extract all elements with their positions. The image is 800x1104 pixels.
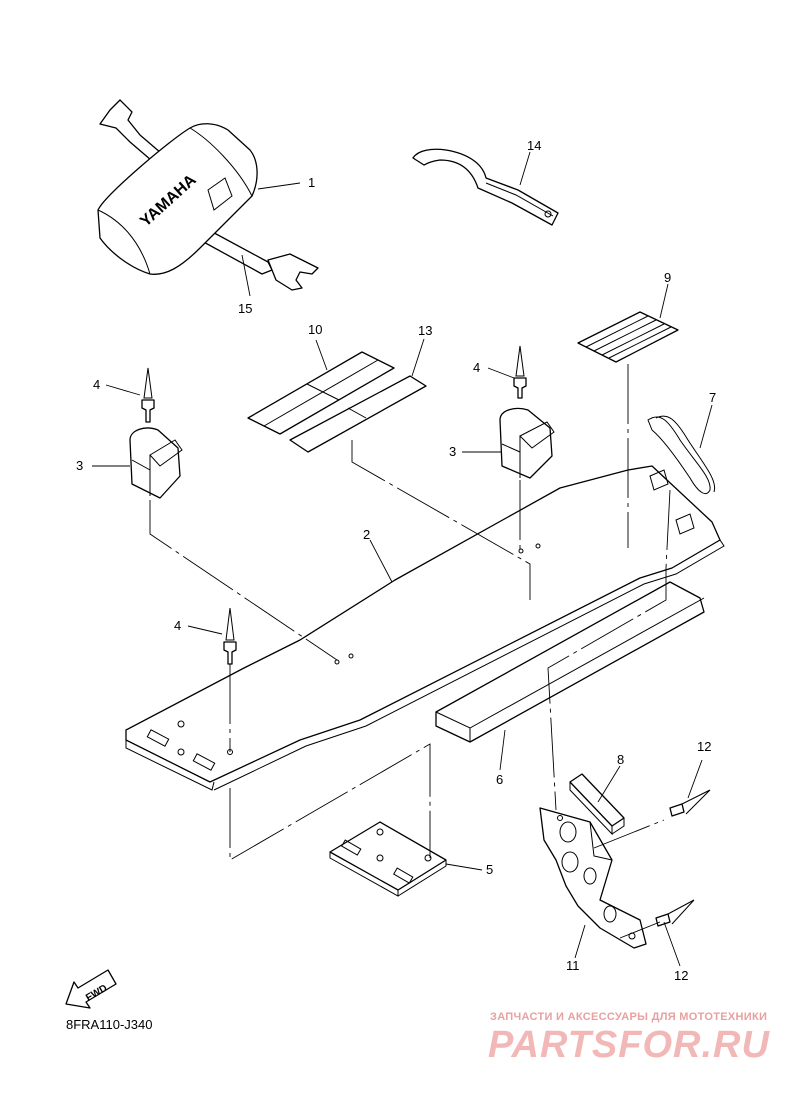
callout-6: 6 <box>496 772 503 787</box>
callout-3-right: 3 <box>449 444 456 459</box>
callout-14: 14 <box>527 138 541 153</box>
callout-13: 13 <box>418 323 432 338</box>
callout-8: 8 <box>617 752 624 767</box>
side-bracket-part <box>539 807 647 949</box>
rivet-upper-right-part <box>669 789 711 817</box>
foam-pad-part <box>435 581 705 743</box>
callout-4-mid: 4 <box>174 618 181 633</box>
callout-7: 7 <box>709 390 716 405</box>
diagram-code: 8FRA110-J340 <box>66 1017 153 1032</box>
bracket-right-part <box>499 407 555 479</box>
rivet-right-part <box>513 345 527 399</box>
caution-label-part <box>247 351 395 435</box>
callout-12-bottom: 12 <box>674 968 688 983</box>
callout-5: 5 <box>486 862 493 877</box>
callout-4-left: 4 <box>93 377 100 392</box>
rivet-mid-part <box>223 607 237 665</box>
rubber-block-part <box>569 773 625 836</box>
callout-2: 2 <box>363 527 370 542</box>
rivet-lower-right-part <box>655 899 695 927</box>
stripe-decal-part <box>577 311 679 363</box>
rivet-left-part <box>141 367 155 423</box>
watermark-brand: PARTSFOR.RU <box>488 1024 770 1066</box>
callout-15: 15 <box>238 301 252 316</box>
alignment-lines <box>149 364 671 939</box>
callout-9: 9 <box>664 270 671 285</box>
callout-10: 10 <box>308 322 322 337</box>
callout-numbers: 1 2 3 3 4 4 4 5 6 7 8 9 10 11 12 12 13 1… <box>76 138 716 983</box>
spanner-wrench-part <box>412 148 559 226</box>
bracket-left-part <box>129 427 183 499</box>
callout-3-left: 3 <box>76 458 83 473</box>
callout-11: 11 <box>566 958 580 973</box>
fwd-arrow-icon: FWD <box>65 969 117 1009</box>
callout-4-right: 4 <box>473 360 480 375</box>
callout-12-top: 12 <box>697 739 711 754</box>
wire-clip-part <box>647 415 716 494</box>
tool-tray-part <box>125 465 725 791</box>
callout-1: 1 <box>308 175 315 190</box>
tool-bag-part: YAMAHA <box>97 99 319 291</box>
mount-plate-part <box>329 821 447 897</box>
watermark-tagline: ЗАПЧАСТИ И АКСЕССУАРЫ ДЛЯ МОТОТЕХНИКИ <box>490 1011 768 1023</box>
warning-strip-part <box>289 375 427 453</box>
